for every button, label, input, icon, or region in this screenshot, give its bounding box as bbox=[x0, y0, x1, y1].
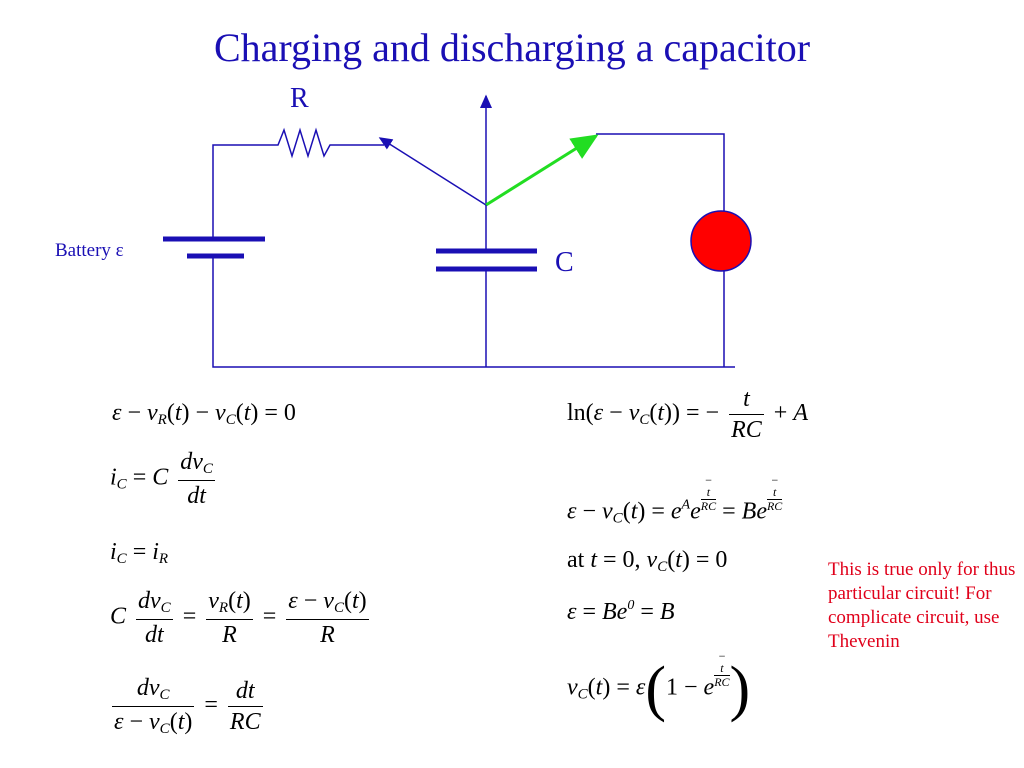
resistor-label: R bbox=[290, 83, 309, 114]
slide-title: Charging and discharging a capacitor bbox=[213, 25, 811, 70]
resistor-zigzag bbox=[272, 127, 384, 159]
wire-bottom bbox=[212, 258, 735, 368]
equation-left-3: iC = iR bbox=[110, 539, 169, 567]
switch-throw-right bbox=[485, 134, 599, 207]
switch-throw-left bbox=[378, 137, 487, 206]
bulb-icon bbox=[690, 210, 752, 272]
battery-label: Battery ε bbox=[55, 240, 124, 261]
capacitor-label: C bbox=[555, 247, 574, 278]
wire-right bbox=[596, 133, 725, 367]
equation-right-3: at t = 0, vC(t) = 0 bbox=[567, 547, 728, 575]
circuit-diagram bbox=[163, 94, 752, 368]
wire-outer-loop bbox=[212, 144, 272, 240]
note-text: This is true only for thus particular ci… bbox=[828, 559, 1016, 653]
equation-right-4: ε = Be0 = B bbox=[567, 598, 675, 625]
equation-left-1: ε − vR(t) − vC(t) = 0 bbox=[112, 400, 296, 428]
